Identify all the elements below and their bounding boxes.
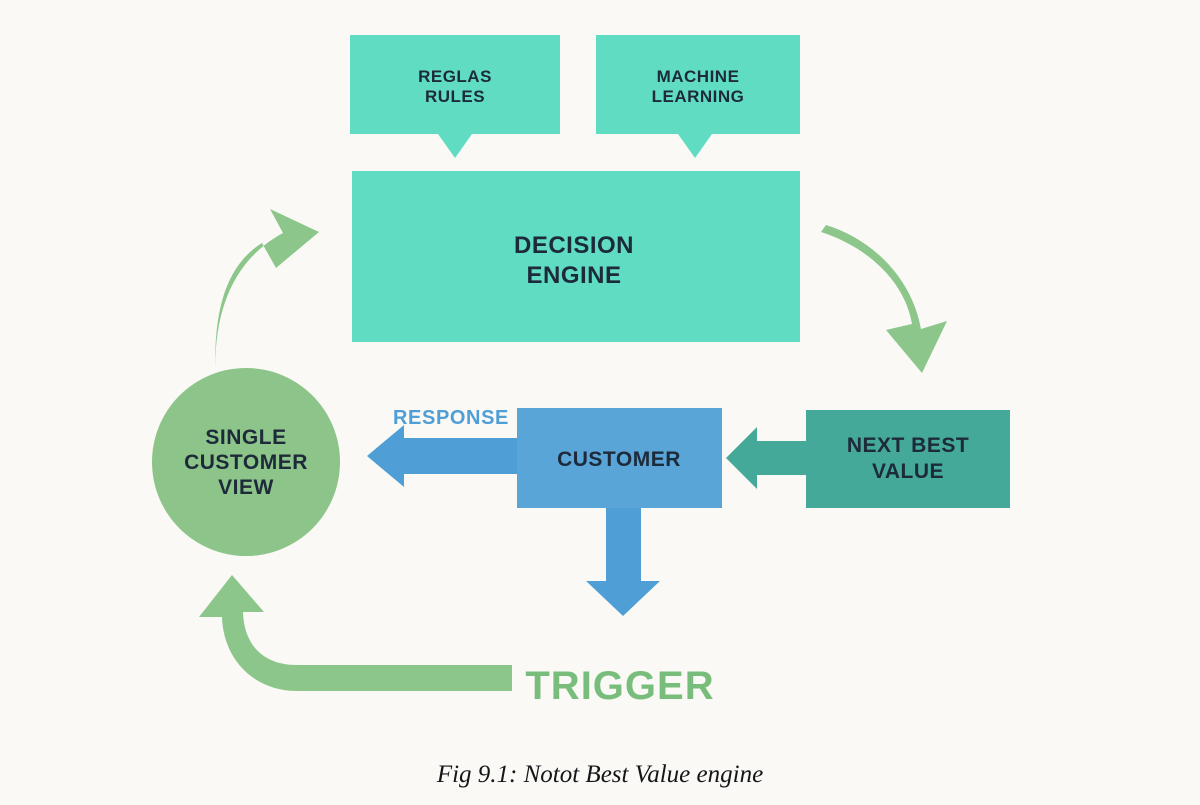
customer-shape — [517, 408, 722, 508]
single-customer-view-label-line1: SINGLE — [205, 426, 286, 449]
arrow-customer-to-trigger-shape — [586, 508, 660, 616]
arrow-trigger-to-scv-shape — [199, 575, 512, 691]
decision-engine-shape — [352, 171, 800, 342]
arrow-trigger-to-scv: TRIGGER — [199, 575, 714, 708]
single-customer-view-label-line3: VIEW — [218, 476, 274, 499]
trigger-label: TRIGGER — [525, 664, 714, 708]
machine-learning-label-line1: MACHINE — [657, 67, 740, 86]
single-customer-view-shape — [152, 368, 340, 556]
arrow-scv-to-decision-engine-shape — [215, 209, 319, 388]
node-single-customer-view: SINGLE CUSTOMER VIEW — [152, 368, 340, 556]
node-next-best-value: NEXT BEST VALUE — [806, 410, 1010, 508]
arrow-customer-to-trigger — [586, 508, 660, 616]
node-customer: CUSTOMER — [517, 408, 722, 508]
arrow-response-shape — [367, 425, 517, 487]
arrow-decision-engine-to-nbv-shape — [821, 225, 947, 373]
next-best-value-label-line2: VALUE — [872, 460, 944, 483]
node-reglas-rules: REGLAS RULES — [350, 35, 560, 158]
reglas-rules-shape — [350, 35, 560, 158]
arrow-response: RESPONSE — [367, 407, 517, 487]
reglas-rules-label-line2: RULES — [425, 87, 485, 106]
response-label: RESPONSE — [393, 407, 509, 429]
arrow-nbv-to-customer-shape — [726, 427, 806, 489]
node-machine-learning: MACHINE LEARNING — [596, 35, 800, 158]
customer-label: CUSTOMER — [557, 448, 681, 471]
reglas-rules-label-line1: REGLAS — [418, 67, 492, 86]
machine-learning-shape — [596, 35, 800, 158]
arrow-scv-to-decision-engine — [215, 209, 319, 388]
node-decision-engine: DECISION ENGINE — [352, 171, 800, 342]
decision-engine-label-line2: ENGINE — [526, 262, 621, 289]
single-customer-view-label-line2: CUSTOMER — [184, 451, 308, 474]
figure-caption: Fig 9.1: Notot Best Value engine — [436, 761, 763, 788]
arrow-decision-engine-to-nbv — [821, 225, 947, 373]
next-best-value-shape — [806, 410, 1010, 508]
machine-learning-label-line2: LEARNING — [652, 87, 745, 106]
decision-engine-label-line1: DECISION — [514, 232, 634, 259]
arrow-nbv-to-customer — [726, 427, 806, 489]
next-best-value-label-line1: NEXT BEST — [847, 434, 969, 457]
